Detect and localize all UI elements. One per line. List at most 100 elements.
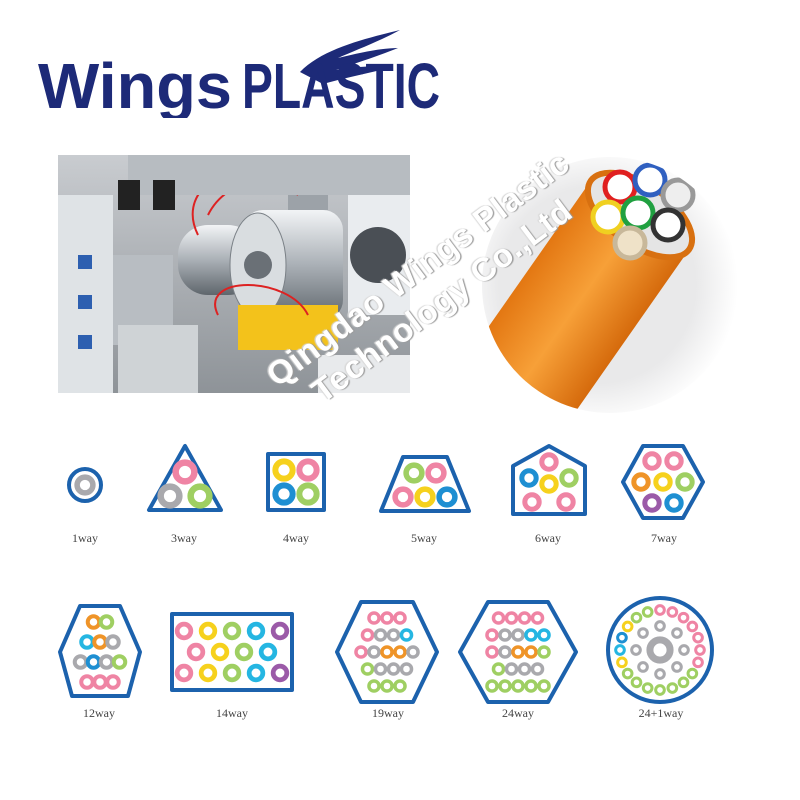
microduct [524, 628, 538, 642]
microduct [485, 628, 499, 642]
orange-microduct-bundle-image [470, 145, 760, 420]
microduct [675, 472, 695, 492]
diagram-7way [621, 444, 705, 520]
microduct [522, 492, 542, 512]
microduct [380, 679, 394, 693]
microduct [272, 458, 296, 482]
microduct [392, 486, 414, 508]
microduct [373, 662, 388, 676]
microduct [641, 682, 654, 694]
label-1way: 1way [72, 531, 98, 545]
microduct [511, 679, 525, 693]
microduct [654, 668, 666, 680]
microduct [111, 654, 128, 670]
microduct [678, 644, 690, 656]
diagram-3way [147, 444, 223, 512]
microduct [537, 628, 551, 642]
microduct [174, 621, 194, 641]
microduct [246, 621, 266, 641]
microduct [559, 468, 579, 488]
microduct [631, 472, 651, 492]
microduct [425, 462, 447, 484]
microduct [373, 628, 388, 642]
label-12way: 12way [83, 706, 115, 720]
label-4way: 4way [283, 531, 309, 545]
microduct [403, 462, 425, 484]
microduct [539, 452, 559, 472]
microduct [74, 474, 96, 496]
microduct [296, 458, 320, 482]
microduct [380, 645, 394, 659]
microduct [491, 611, 506, 625]
microduct [72, 654, 89, 670]
microduct [654, 684, 666, 696]
microduct [671, 661, 683, 673]
microduct [222, 621, 242, 641]
microduct [530, 611, 545, 625]
microduct [386, 628, 401, 642]
label-5way: 5way [411, 531, 437, 545]
microduct [637, 661, 649, 673]
microduct [270, 621, 290, 641]
microduct [98, 614, 115, 630]
extruder-machine-photo [58, 155, 410, 393]
microduct [210, 642, 230, 662]
microduct [654, 604, 666, 616]
microduct [686, 667, 699, 680]
microduct [539, 474, 559, 494]
label-24way: 24way [502, 706, 534, 720]
microduct [530, 662, 545, 676]
microduct [393, 645, 407, 659]
microduct [498, 628, 512, 642]
microduct [79, 674, 95, 690]
microduct [198, 663, 218, 683]
microduct [172, 459, 198, 485]
microduct [537, 679, 551, 693]
microduct [616, 631, 628, 644]
microduct [198, 621, 218, 641]
microduct [79, 634, 95, 650]
microduct [157, 483, 183, 509]
microduct [666, 682, 679, 694]
microduct [504, 662, 519, 676]
diagram-1way [67, 467, 103, 503]
microduct [671, 627, 683, 639]
microduct [399, 662, 414, 676]
microduct-configurations: 1way 3way 4way 5way 6way 7way 12way 14wa… [0, 430, 800, 730]
microduct [367, 611, 381, 625]
microduct [270, 663, 290, 683]
company-logo: Wings PLASTIC [38, 28, 442, 122]
diagram-6way [511, 444, 587, 516]
microduct [694, 644, 706, 656]
microduct [186, 642, 206, 662]
microduct [677, 676, 690, 689]
microduct [367, 679, 381, 693]
microduct [234, 642, 254, 662]
logo-text-plastic: PLASTIC [242, 50, 440, 118]
microduct [258, 642, 278, 662]
microduct [511, 645, 525, 659]
microduct [524, 645, 538, 659]
microduct [642, 493, 662, 513]
microduct [491, 662, 506, 676]
microduct [92, 674, 108, 690]
microduct [246, 663, 266, 683]
label-3way: 3way [171, 531, 197, 545]
microduct [556, 492, 576, 512]
microduct [664, 493, 684, 513]
microduct [616, 656, 628, 669]
microduct [367, 645, 381, 659]
microduct [360, 662, 375, 676]
microduct [537, 645, 551, 659]
microduct [485, 679, 499, 693]
microduct [511, 628, 525, 642]
microduct [664, 451, 684, 471]
microduct [380, 611, 394, 625]
diagram-19way [335, 600, 439, 704]
diagram-24plus1way [606, 596, 714, 704]
microduct [637, 627, 649, 639]
logo-text-wings: Wings [38, 50, 232, 118]
microduct [630, 676, 643, 689]
label-7way: 7way [651, 531, 677, 545]
diagram-14way [170, 612, 294, 692]
